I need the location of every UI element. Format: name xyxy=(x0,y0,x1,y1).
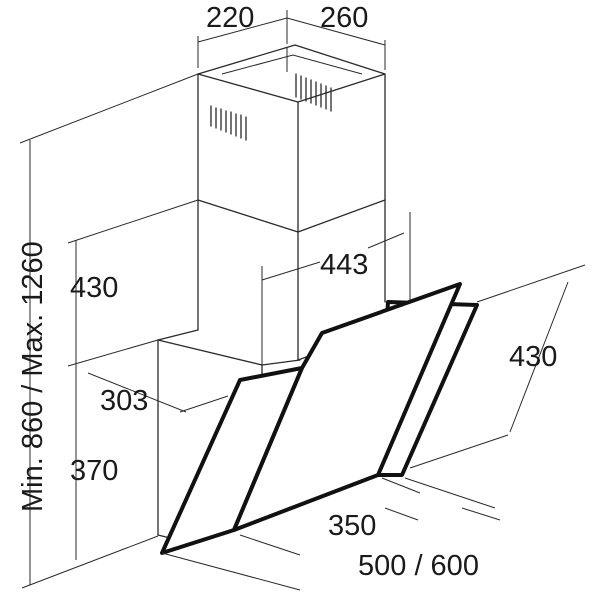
label-upper-height: 430 xyxy=(70,272,118,304)
dim-303-ext xyxy=(179,395,229,413)
glass-panel-front xyxy=(232,282,462,532)
vent-slots-back xyxy=(295,73,332,112)
label-chimney-offset: 443 xyxy=(320,249,368,281)
dim-350-line-left xyxy=(239,534,301,556)
dim-350-line-right xyxy=(384,507,419,521)
dimension-labels: 220 260 Min. 860 / Max. 1260 430 370 303… xyxy=(17,2,557,582)
canopy-top-edge xyxy=(157,339,301,366)
dim-bottom-ext xyxy=(21,535,159,589)
chimney-top-front-edge xyxy=(197,73,386,103)
dim-430-bottom-ext xyxy=(67,339,159,367)
chimney-top-back-edge xyxy=(197,44,386,201)
label-height-range: Min. 860 / Max. 1260 xyxy=(17,241,49,512)
dim-500-line-right xyxy=(461,507,501,521)
vent-slots-left xyxy=(210,105,247,141)
dim-top-ext xyxy=(19,73,199,144)
chimney-bottom-edge xyxy=(197,199,386,233)
glass-panels xyxy=(160,282,479,555)
label-chimney-depth: 220 xyxy=(206,2,254,34)
dim-glass-height-line xyxy=(509,281,569,433)
dim-500-ext xyxy=(404,477,496,509)
label-hood-width: 500 / 600 xyxy=(358,550,479,582)
label-glass-depth: 350 xyxy=(328,510,376,542)
dim-glass-top-ext xyxy=(476,264,586,303)
dim-350-ext xyxy=(381,477,421,494)
dim-443-line-right xyxy=(367,232,405,249)
dim-443-line-left xyxy=(261,261,321,281)
chimney-inner-rim xyxy=(221,54,363,75)
dim-303-line xyxy=(87,372,187,413)
dim-500-line-left xyxy=(161,552,301,591)
dim-glass-bottom-ext xyxy=(409,434,509,469)
dim-430-top-ext xyxy=(67,199,199,244)
label-canopy-depth: 303 xyxy=(100,385,148,417)
chimney-upper xyxy=(197,44,386,233)
dim-260-line xyxy=(286,17,386,46)
label-chimney-width: 260 xyxy=(320,2,368,34)
label-canopy-height: 370 xyxy=(70,455,118,487)
label-glass-height: 430 xyxy=(509,341,557,373)
dimension-lines xyxy=(19,10,586,591)
dim-220-line xyxy=(197,17,288,43)
